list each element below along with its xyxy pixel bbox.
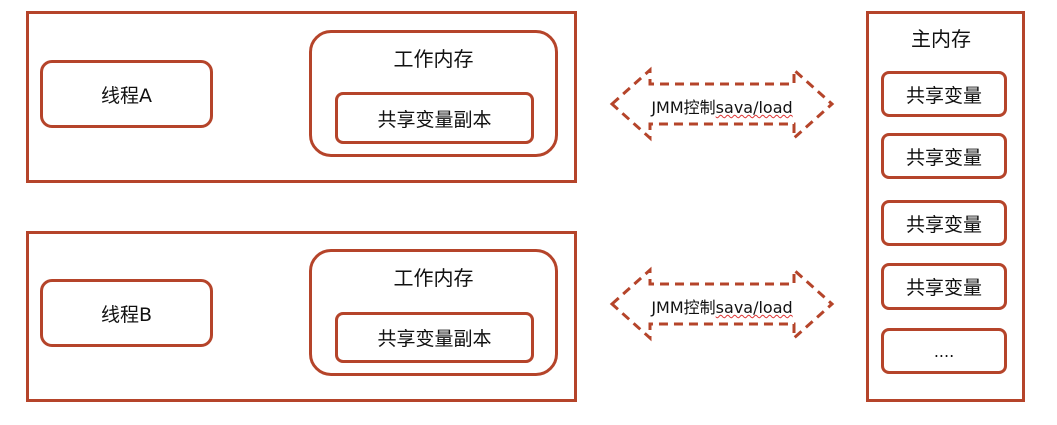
- jmm-label-suffix: sava/load: [715, 298, 793, 317]
- shared-variable-label: 共享变量: [905, 146, 982, 169]
- shared-variable-label: 共享变量: [905, 277, 982, 299]
- main-memory-title: 主内存: [911, 26, 971, 51]
- thread-b-label: 线程B: [100, 303, 153, 326]
- shared-copy-b: 共享变量副本: [335, 312, 534, 363]
- jmm-label-suffix: sava/load: [715, 98, 793, 117]
- jmm-label-b: JMM控制sava/load: [612, 294, 832, 318]
- shared-variable: 共享变量: [881, 200, 1007, 246]
- shared-variable-label: 共享变量: [905, 84, 982, 107]
- jmm-dashed-arrow-a: [609, 66, 835, 142]
- jmm-label-a: JMM控制sava/load: [612, 94, 832, 118]
- shared-variable: 共享变量: [881, 263, 1007, 310]
- shared-copy-a-label: 共享变量副本: [377, 108, 492, 131]
- thread-b-box: 线程B: [40, 279, 213, 347]
- work-memory-b-title: 工作内存: [393, 265, 474, 290]
- shared-variable-label: 共享变量: [905, 213, 982, 236]
- shared-variable: 共享变量: [881, 133, 1007, 179]
- jmm-dashed-arrow-b: [609, 266, 835, 342]
- work-memory-a-title: 工作内存: [393, 46, 474, 71]
- thread-a-box: 线程A: [40, 60, 213, 128]
- jmm-label-prefix: JMM控制: [651, 98, 716, 117]
- thread-a-label: 线程A: [101, 84, 152, 107]
- shared-variable: 共享变量: [881, 71, 1007, 117]
- ellipsis-label: ....: [933, 341, 955, 361]
- shared-copy-a: 共享变量副本: [335, 92, 534, 144]
- shared-variable-more: ....: [881, 328, 1007, 374]
- shared-copy-b-label: 共享变量副本: [377, 328, 492, 350]
- jmm-label-prefix: JMM控制: [651, 298, 716, 317]
